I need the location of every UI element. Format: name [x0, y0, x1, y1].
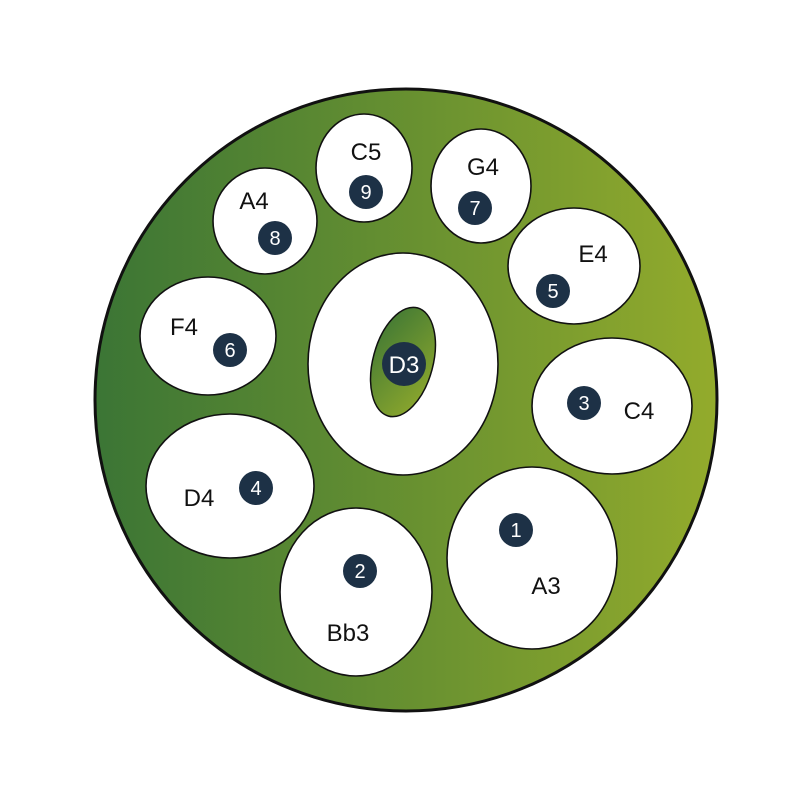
note-number: 8	[269, 228, 280, 250]
tone-field-shape	[139, 276, 277, 396]
note-number: 1	[510, 520, 521, 542]
ding-badge	[382, 342, 426, 386]
note-label: C5	[351, 139, 382, 166]
note-label: G4	[467, 154, 499, 181]
note-label: A3	[531, 573, 560, 600]
note-label: D4	[184, 485, 215, 512]
tone-field-9[interactable]: 9 C5	[315, 113, 413, 223]
tone-field-6[interactable]: 6 F4	[139, 276, 277, 396]
note-number-badge	[258, 221, 292, 255]
tone-field-shape	[446, 466, 618, 650]
center-ding[interactable]: D3	[307, 252, 499, 476]
note-number: 7	[469, 198, 480, 220]
tone-field-shape	[531, 337, 693, 475]
tone-field-1[interactable]: 1 A3	[446, 466, 618, 650]
tone-field-7[interactable]: 7 G4	[430, 128, 532, 244]
tone-field-shape	[507, 207, 641, 325]
note-number-badge	[213, 333, 247, 367]
tone-field-2[interactable]: 2 Bb3	[279, 507, 433, 677]
tone-field-4[interactable]: 4 D4	[145, 413, 315, 559]
tone-field-shape	[145, 413, 315, 559]
tone-field-shape	[212, 167, 318, 275]
note-label: Bb3	[327, 620, 370, 647]
note-label: C4	[624, 398, 655, 425]
note-number-badge	[536, 274, 570, 308]
note-number: 2	[354, 561, 365, 583]
tone-field-5[interactable]: 5 E4	[507, 207, 641, 325]
note-number: 3	[578, 393, 589, 415]
note-number: 9	[360, 182, 371, 204]
note-label: F4	[170, 314, 198, 341]
ding-label: D3	[389, 352, 420, 379]
note-number-badge	[349, 175, 383, 209]
note-number: 4	[250, 478, 261, 500]
note-label: E4	[578, 241, 607, 268]
note-number: 5	[547, 281, 558, 303]
note-number-badge	[567, 386, 601, 420]
note-label: A4	[239, 188, 268, 215]
tone-field-shape	[430, 128, 532, 244]
note-number-badge	[458, 191, 492, 225]
tone-field-8[interactable]: 8 A4	[212, 167, 318, 275]
note-number-badge	[343, 554, 377, 588]
tone-field-3[interactable]: 3 C4	[531, 337, 693, 475]
tone-field-shape	[279, 507, 433, 677]
note-number-badge	[239, 471, 273, 505]
tone-field-shape	[315, 113, 413, 223]
note-number-badge	[499, 513, 533, 547]
note-number: 6	[224, 340, 235, 362]
